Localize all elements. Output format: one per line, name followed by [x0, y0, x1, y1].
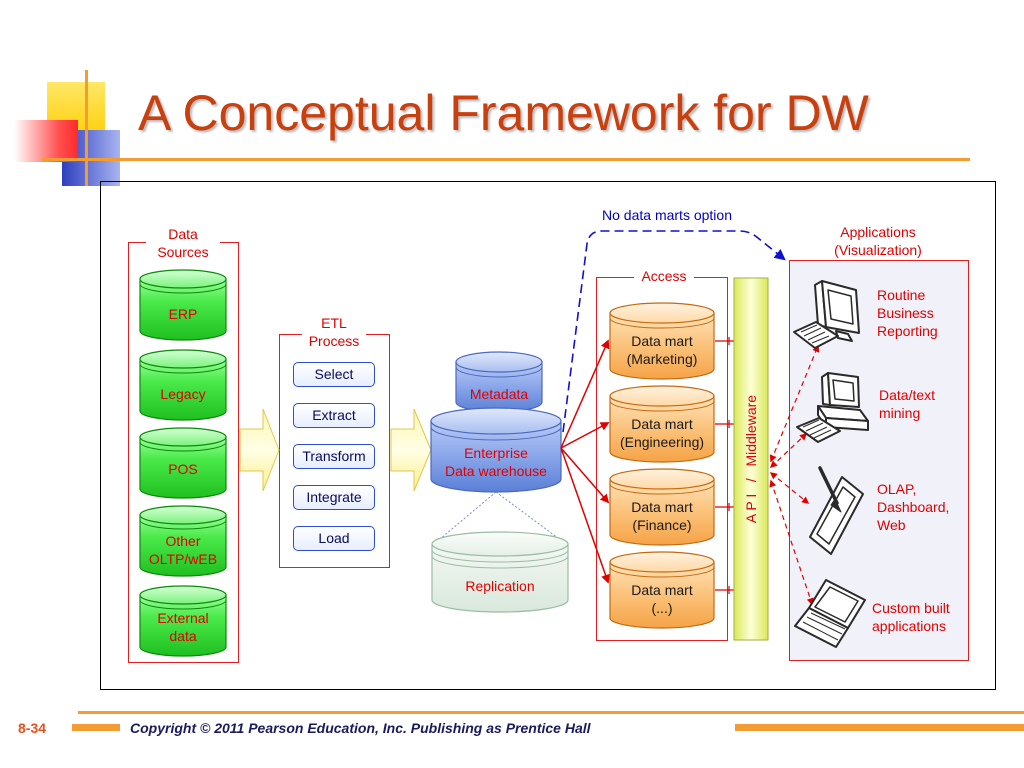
pen-tablet-icon [809, 466, 864, 555]
data-sources-label: Data Sources [146, 225, 220, 261]
desktop-computer-icon [796, 372, 869, 443]
app-label-custom-apps: Custom built applications [872, 600, 950, 634]
api-middleware-bar [733, 277, 769, 641]
decor-vertical-line [85, 70, 88, 186]
no-data-marts-path [562, 230, 786, 433]
cylinder-metadata [455, 351, 543, 413]
slide-title: A Conceptual Framework for DW [138, 85, 869, 141]
title-underline [42, 158, 970, 161]
access-label: Access [634, 267, 694, 285]
app-label-data-text-mining: Data/text mining [879, 387, 936, 421]
data-source-label-legacy: Legacy [160, 386, 206, 402]
arrow-edw-to-finance [560, 447, 610, 504]
etl-step-integrate: Integrate [293, 485, 375, 510]
etl-step-extract: Extract [293, 403, 375, 428]
app-label-routine-reporting: Routine Business Reporting [877, 287, 938, 339]
replication-label: Replication [465, 578, 535, 594]
data-mart-label-finance: Data mart (Finance) [631, 499, 693, 533]
enterprise-dw-label: Enterprise Data warehouse [445, 445, 547, 479]
etl-step-load: Load [293, 526, 375, 551]
data-mart-connectors [715, 337, 734, 594]
data-mart-label-engineering: Data mart (Engineering) [619, 416, 705, 450]
data-source-label-pos: POS [168, 461, 198, 477]
data-source-label-external: External data [157, 610, 209, 644]
no-data-marts-option-label: No data marts option [602, 207, 732, 223]
metadata-label: Metadata [469, 386, 529, 402]
diagram-frame [100, 181, 996, 690]
replication-link-lines [433, 491, 567, 545]
data-source-label-erp: ERP [168, 306, 198, 322]
arrow-edw-to-engineering [560, 422, 610, 449]
footer-line-top [78, 711, 1024, 714]
data-source-label-other: Other OLTP/wEB [148, 533, 218, 567]
link-middleware-custom-apps [769, 479, 814, 606]
api-middleware-label: A P I / Middleware [743, 394, 759, 524]
cylinder-replication [431, 531, 569, 613]
app-label-olap-dashboard-web: OLAP, Dashboard, Web [877, 481, 950, 533]
arrow-edw-to-marketing [560, 339, 610, 449]
footer-bar-left [72, 724, 120, 731]
page-number: 8-34 [18, 720, 47, 736]
cylinder-enterprise-data-warehouse [430, 407, 562, 493]
laptop-icon [794, 579, 866, 648]
link-middleware-mining [769, 433, 808, 468]
arrow-sources-to-etl [239, 408, 280, 492]
etl-step-transform: Transform [293, 444, 375, 469]
decor-red-square [14, 120, 78, 162]
etl-step-select: Select [293, 362, 375, 387]
data-mart-label-marketing: Data mart (Marketing) [626, 333, 698, 367]
footer-bar-right [735, 724, 1024, 731]
arrow-etl-to-warehouse [390, 408, 432, 492]
copyright-notice: Copyright © 2011 Pearson Education, Inc.… [130, 720, 591, 736]
arrow-edw-to-other-mart [560, 447, 610, 584]
crt-monitor-icon [793, 280, 860, 349]
data-mart-label-other: Data mart (...) [631, 582, 693, 616]
etl-process-label: ETL Process [302, 314, 366, 350]
applications-label: Applications (Visualization) [834, 224, 922, 258]
